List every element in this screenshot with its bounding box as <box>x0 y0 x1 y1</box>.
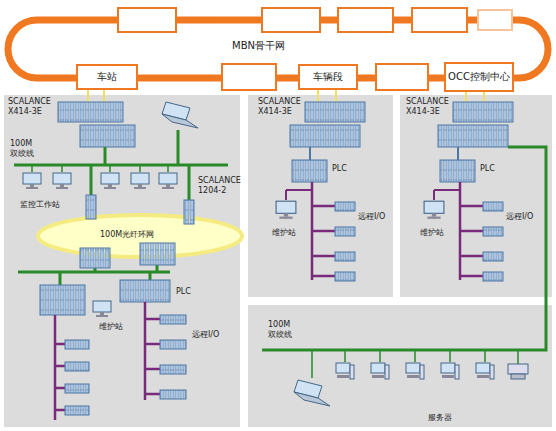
device-label: MBN骨干网 <box>232 40 285 52</box>
station-box: OCC控制中心 <box>444 62 514 92</box>
node-text: OCC控制中心 <box>448 71 510 83</box>
device-label: SCALANCE X414-3E <box>258 97 304 116</box>
device-label: 服务器 <box>428 413 452 423</box>
device-label: 100M 双绞线 <box>268 320 300 339</box>
device-label: SCALANCE X414-3E <box>406 97 452 116</box>
node-text: 车站 <box>97 71 117 83</box>
device-label: PLC <box>480 164 495 174</box>
station-box: 车辆段 <box>298 64 358 90</box>
node-text: 车辆段 <box>313 71 343 83</box>
station-box: 车站 <box>76 64 138 90</box>
device-label: 维护站 <box>99 322 123 332</box>
device-label: 100M 双绞线 <box>10 139 42 158</box>
device-label: 远程I/O <box>358 212 385 222</box>
device-label: SCALANCE X414-3E <box>8 97 54 116</box>
device-label: 维护站 <box>420 228 444 238</box>
device-label: PLC <box>176 287 191 297</box>
device-label: 维护站 <box>272 228 296 238</box>
device-label: 100M光纤环网 <box>100 230 154 240</box>
device-label: 远程I/O <box>192 330 219 340</box>
device-label: PLC <box>332 164 347 174</box>
device-label: 监控工作站 <box>20 200 60 210</box>
device-label: SCALANCE 1204-2 <box>198 176 238 195</box>
device-label: 远程I/O <box>506 212 533 222</box>
